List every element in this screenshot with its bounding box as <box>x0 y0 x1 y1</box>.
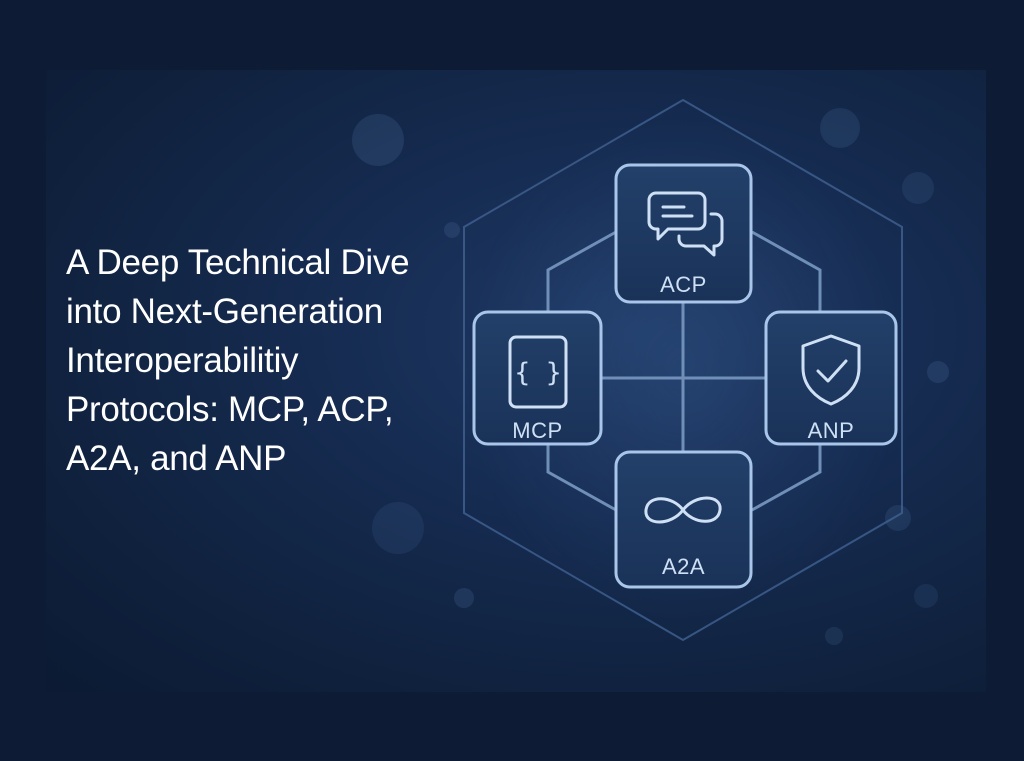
title-line: Protocols: MCP, ACP, <box>66 390 394 429</box>
title-line: into Next-Generation <box>66 292 383 331</box>
node-mcp-label: MCP <box>512 418 562 443</box>
node-anp-label: ANP <box>808 418 855 443</box>
title-line: A2A, and ANP <box>66 439 287 478</box>
curly-braces-icon: { } <box>508 335 568 409</box>
shield-check-icon <box>801 334 861 406</box>
chat-bubbles-icon <box>647 191 724 257</box>
page-title: A Deep Technical Dive into Next-Generati… <box>66 238 496 483</box>
svg-text:{ }: { } <box>515 358 562 388</box>
title-line: A Deep Technical Dive <box>66 243 410 282</box>
node-a2a-label: A2A <box>662 554 705 579</box>
infinity-icon <box>644 496 722 524</box>
node-anp[interactable]: ANP <box>764 310 898 446</box>
node-acp-label: ACP <box>660 272 707 297</box>
node-acp[interactable]: ACP <box>614 163 753 304</box>
title-line: Interoperabilitiy <box>66 341 299 380</box>
node-mcp[interactable]: { } MCP <box>472 310 603 446</box>
connector-lines <box>546 230 822 512</box>
node-a2a[interactable]: A2A <box>614 450 753 589</box>
